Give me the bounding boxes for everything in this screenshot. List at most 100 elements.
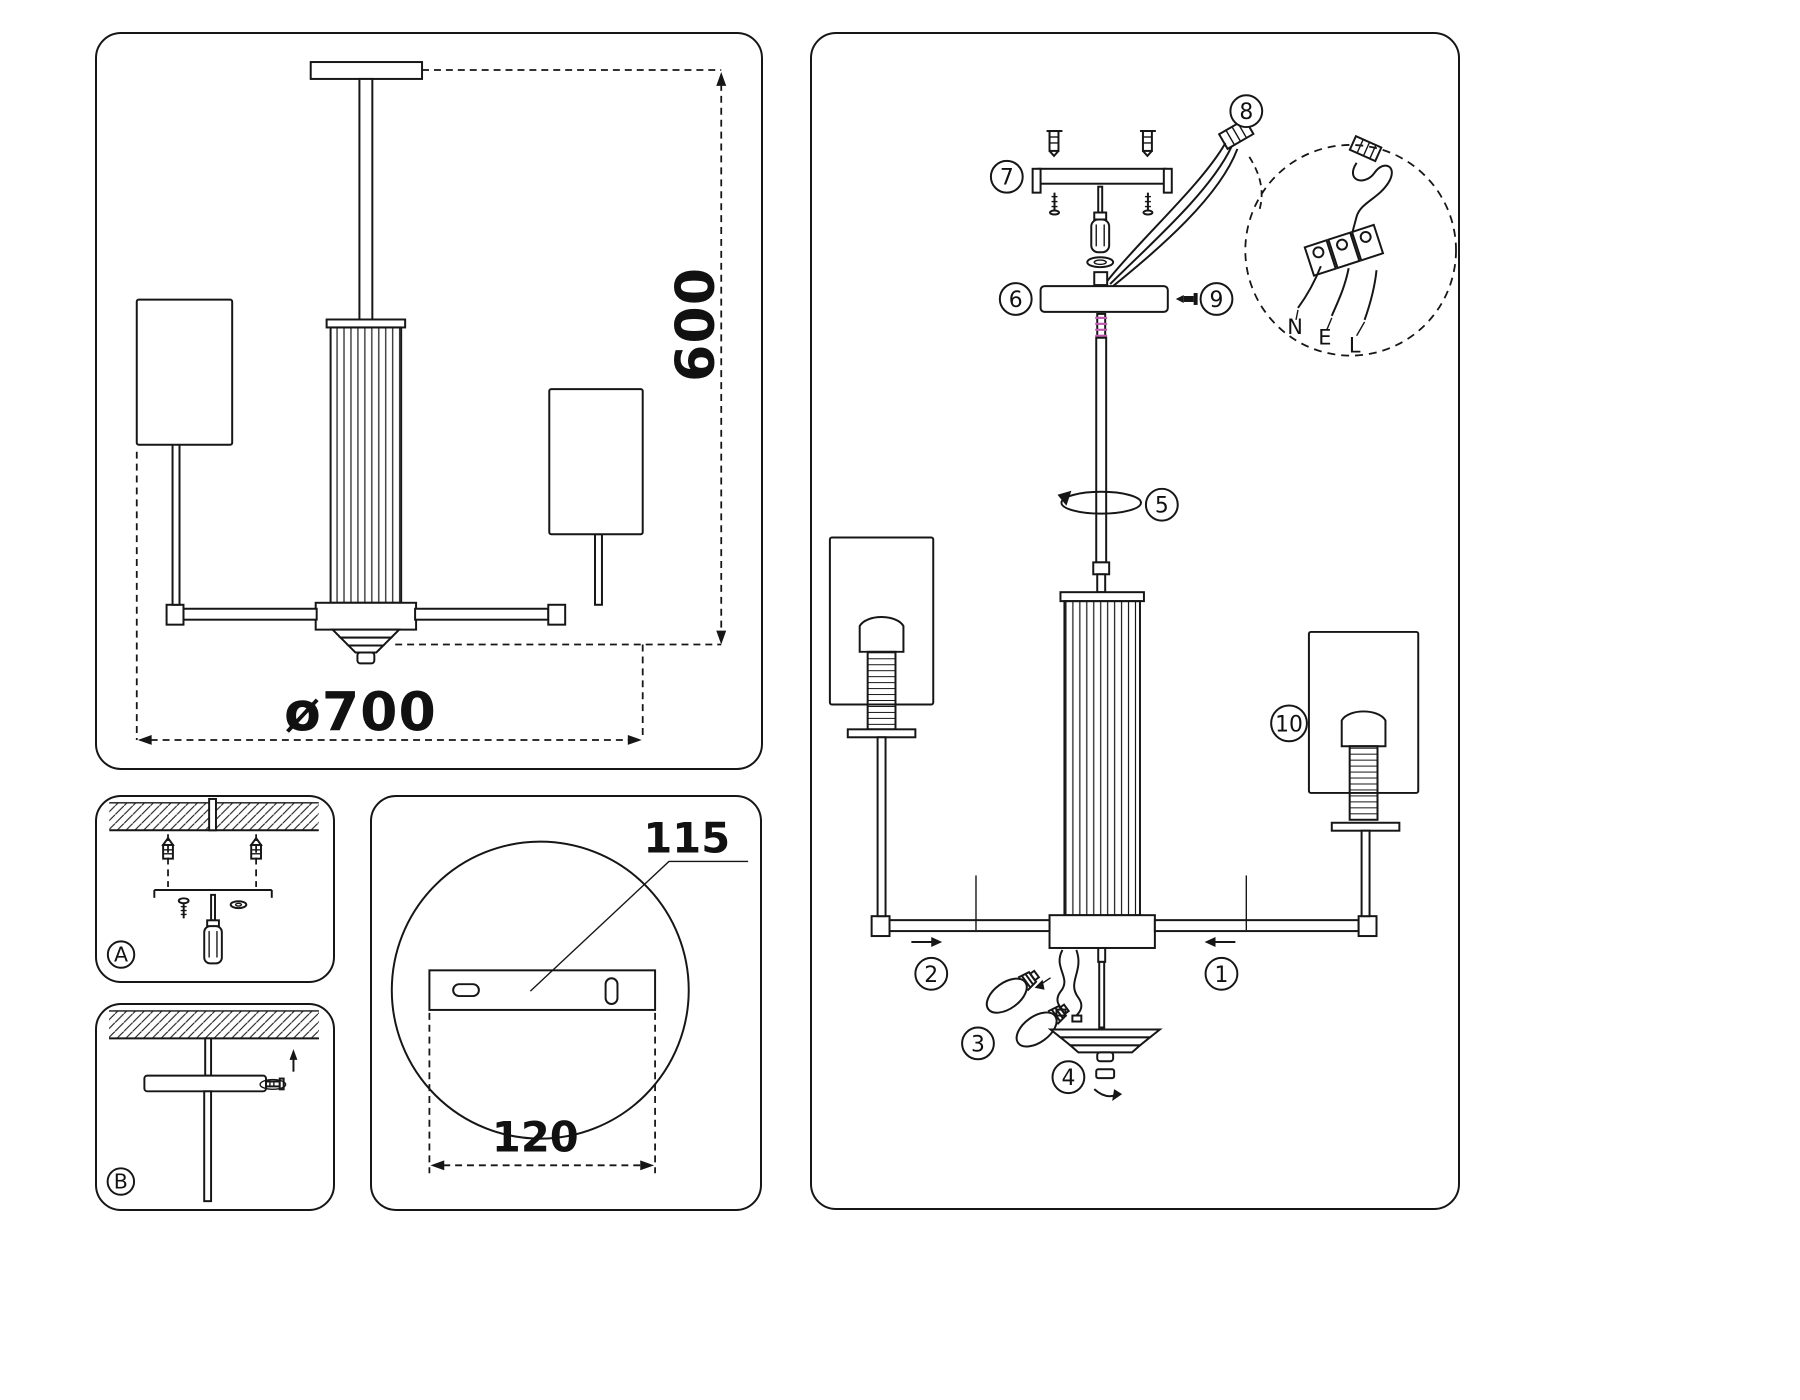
callout-2: 2 [914, 956, 949, 991]
left-arm [888, 919, 1051, 933]
svg-text:5: 5 [1155, 494, 1169, 519]
callout-1: 1 [1204, 956, 1239, 991]
wire-label-l: L [1349, 334, 1361, 358]
callout-7: 7 [989, 159, 1024, 194]
right-arm-end [1357, 915, 1378, 938]
right-arm [1153, 919, 1360, 933]
diameter-dimension-lines [135, 451, 642, 745]
ribbed-column [1063, 600, 1141, 917]
coupler-part [1093, 271, 1109, 287]
screw-icon [1142, 192, 1154, 216]
suspension-rod [1095, 336, 1108, 564]
plate-width-label: 120 [492, 1112, 579, 1161]
svg-text:7: 7 [1000, 166, 1014, 191]
assembly-drawing: 7 [828, 94, 1457, 1102]
callout-6: 6 [998, 282, 1033, 316]
side-screw-icon [259, 1077, 287, 1091]
rotation-indicator [1057, 490, 1142, 515]
panel-dimensions: 600 ø700 [95, 32, 763, 770]
arrow-left-icon [1204, 937, 1236, 947]
hanger-pin [208, 797, 217, 832]
svg-text:10: 10 [1275, 712, 1303, 737]
right-shade-group [1307, 630, 1420, 918]
panel-step-b: B [95, 1003, 335, 1211]
left-arm-end [870, 915, 891, 938]
plate-slot-horizontal [452, 983, 480, 998]
stem-rod [358, 77, 374, 321]
callout-10: 10 [1270, 704, 1308, 743]
step-b-drawing: B [106, 1010, 319, 1203]
svg-text:9: 9 [1210, 288, 1224, 313]
right-arm-end [547, 603, 567, 626]
step-b-badge: B [106, 1167, 136, 1196]
height-dimension-label: 600 [663, 267, 726, 382]
wall-plug-icon [249, 836, 263, 860]
hub [314, 601, 418, 631]
hanger-pin [204, 1037, 213, 1077]
wire-connector-icon [1348, 134, 1383, 163]
screw-icon [177, 897, 190, 919]
washer-icon [229, 900, 248, 910]
right-shade [548, 388, 644, 536]
column-cap [1059, 591, 1145, 603]
canopy-bar [1039, 285, 1169, 313]
rod-coupler [1092, 561, 1111, 576]
svg-text:8: 8 [1239, 100, 1253, 125]
step-a-label: A [114, 942, 128, 966]
left-arm-end [165, 603, 185, 626]
step-a-badge: A [106, 940, 136, 969]
plate-length-label: 115 [643, 814, 730, 863]
callout-5: 5 [1144, 487, 1179, 522]
panel-mounting-plate: 115 120 [370, 795, 762, 1211]
left-arm [182, 607, 318, 621]
right-shade-rod [594, 533, 603, 606]
wire-loop [1350, 162, 1393, 237]
mounting-plate [428, 969, 657, 1011]
ceiling-hatch [109, 1010, 319, 1040]
hub [1048, 914, 1156, 949]
callout-9: 9 [1199, 282, 1234, 316]
diameter-dimension-label: ø700 [284, 680, 437, 743]
svg-text:1: 1 [1215, 963, 1229, 988]
left-shade [135, 298, 234, 446]
svg-text:6: 6 [1009, 288, 1023, 313]
column-cap [325, 318, 407, 329]
canopy-bar [143, 1074, 267, 1093]
ribbed-column [329, 326, 403, 604]
canopy-circle [390, 840, 690, 1140]
step-b-label: B [114, 1169, 128, 1193]
bulb-icon [985, 969, 1041, 1014]
bulb-icon [1015, 1003, 1071, 1048]
wall-plug-icon [1139, 130, 1156, 158]
wall-plug-icon [161, 836, 175, 860]
bottom-nipple [1097, 946, 1107, 963]
right-arm [414, 607, 550, 621]
panel-step-a: A [95, 795, 335, 983]
left-shade-rod [171, 442, 181, 606]
finial-nut [1093, 1068, 1123, 1102]
thread-accent-marks [1095, 316, 1108, 337]
svg-text:4: 4 [1061, 1066, 1075, 1091]
width-dimension-lines [428, 1012, 656, 1174]
chandelier-front-view [135, 61, 644, 665]
screwdriver-icon [203, 893, 223, 965]
terminal-detail-group: N E L [1244, 134, 1457, 358]
side-screw-icon [1175, 293, 1198, 305]
height-dimension-lines [395, 69, 727, 740]
bottom-finial [330, 628, 402, 665]
left-shade-group [828, 536, 935, 918]
plate-slot-vertical [604, 977, 619, 1005]
wire-label-e: E [1318, 326, 1331, 350]
down-rod [203, 1090, 213, 1203]
anchor-alignment [161, 834, 263, 888]
terminal-block [1303, 223, 1385, 277]
wire-label-n: N [1287, 315, 1303, 339]
panel-assembly: 7 [810, 32, 1460, 1210]
rod-stub [1096, 573, 1107, 594]
callout-4: 4 [1051, 1060, 1086, 1095]
washer-icon [1086, 256, 1115, 269]
bottom-finial [1047, 1028, 1163, 1063]
screw-icon [1049, 192, 1060, 216]
wall-plug-icon [1046, 130, 1063, 158]
